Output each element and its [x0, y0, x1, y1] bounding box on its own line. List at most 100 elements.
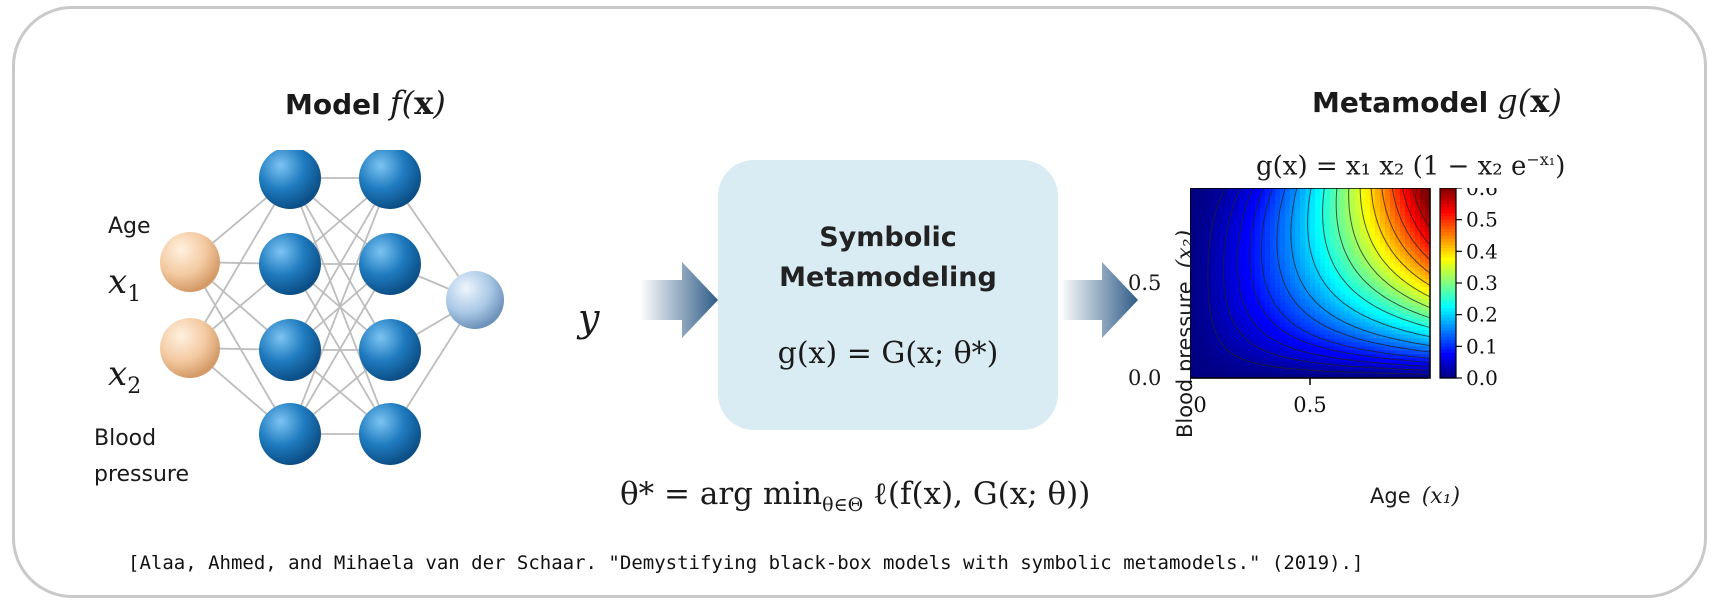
heatmap-cell — [1230, 191, 1236, 197]
heatmap-cell — [1335, 267, 1341, 272]
heatmap-cell — [1340, 346, 1346, 351]
heatmap-cell — [1365, 191, 1371, 197]
heatmap-cell — [1310, 314, 1316, 320]
heatmap-cell — [1345, 251, 1351, 256]
heatmap-cell — [1285, 275, 1291, 280]
heatmap-cell — [1320, 362, 1326, 367]
heatmap-cell — [1195, 290, 1201, 296]
heatmap-cell — [1400, 314, 1406, 320]
heatmap-cell — [1365, 195, 1371, 201]
heatmap-cell — [1370, 235, 1376, 241]
heatmap-cell — [1195, 191, 1201, 197]
heatmap-cell — [1325, 366, 1331, 371]
heatmap-cell — [1400, 259, 1406, 264]
heatmap-cell — [1270, 283, 1276, 288]
heatmap-cell — [1290, 294, 1296, 300]
heatmap-cell — [1340, 195, 1346, 201]
heatmap-cell — [1295, 219, 1301, 225]
heatmap-cell — [1405, 322, 1411, 328]
heatmap-cell — [1425, 342, 1431, 347]
heatmap-cell — [1380, 370, 1386, 375]
heatmap-cell — [1280, 366, 1286, 371]
heatmap-cell — [1315, 330, 1321, 336]
heatmap-cell — [1240, 275, 1246, 280]
heatmap-cell — [1310, 302, 1316, 308]
heatmap-cell — [1385, 199, 1391, 205]
heatmap-cell — [1365, 239, 1371, 245]
colorbar-step — [1440, 314, 1456, 319]
heatmap-cell — [1260, 235, 1266, 241]
heatmap-cell — [1405, 219, 1411, 225]
colorbar-step — [1440, 365, 1456, 370]
heatmap-cell — [1360, 306, 1366, 312]
colorbar-step — [1440, 251, 1456, 256]
heatmap-cell — [1235, 263, 1241, 268]
heatmap-cell — [1280, 191, 1286, 197]
heatmap-cell — [1255, 354, 1261, 359]
heatmap-cell — [1245, 286, 1251, 292]
heatmap-cell — [1380, 267, 1386, 272]
heatmap-cell — [1225, 370, 1231, 375]
colorbar-step — [1440, 302, 1456, 306]
objective-formula: θ* = arg minθ∈Θ ℓ(f(x), G(x; θ)) — [620, 476, 1090, 516]
heatmap-cell — [1305, 235, 1311, 241]
heatmap-cell — [1345, 286, 1351, 292]
contour-line — [1411, 188, 1431, 229]
heatmap-cell — [1205, 318, 1211, 324]
heatmap-cell — [1345, 354, 1351, 359]
heatmap-cell — [1265, 247, 1271, 252]
heatmap-cell — [1395, 330, 1401, 336]
heatmap-cell — [1190, 203, 1196, 209]
heatmap-cell — [1245, 362, 1251, 367]
heatmap-cell — [1260, 370, 1266, 375]
heatmap-cell — [1325, 191, 1331, 197]
heatmap-cell — [1210, 370, 1216, 375]
heatmap-cell — [1280, 231, 1286, 237]
heatmap-cell — [1255, 235, 1261, 241]
heatmap-cell — [1415, 243, 1421, 248]
heatmap-cell — [1395, 298, 1401, 304]
heatmap-cell — [1420, 207, 1426, 213]
heatmap-cell — [1350, 286, 1356, 292]
objective-head: θ* = arg min — [620, 476, 823, 512]
heatmap-cell — [1340, 275, 1346, 280]
contour-line — [1322, 188, 1431, 328]
heatmap-cell — [1355, 191, 1361, 197]
heatmap-cell — [1220, 199, 1226, 205]
heatmap-cell — [1245, 279, 1251, 284]
heatmap-cell — [1390, 334, 1396, 340]
heatmap-cell — [1190, 358, 1196, 363]
heatmap-cell — [1285, 298, 1291, 304]
heatmap-cell — [1400, 275, 1406, 280]
heatmap-cell — [1365, 366, 1371, 371]
heatmap-cell — [1215, 259, 1221, 264]
colorbar-step — [1440, 197, 1456, 202]
heatmap-cell — [1325, 330, 1331, 336]
heatmap-cell — [1220, 366, 1226, 371]
heatmap-cell — [1385, 227, 1391, 233]
colorbar-step — [1440, 241, 1456, 246]
heatmap-cell — [1370, 231, 1376, 237]
heatmap-cell — [1355, 235, 1361, 241]
heatmap-cell — [1240, 203, 1246, 209]
heatmap-cell — [1220, 306, 1226, 312]
heatmap-cell — [1385, 271, 1391, 276]
colorbar-step — [1440, 270, 1456, 275]
heatmap-cell — [1420, 191, 1426, 197]
heatmap-cell — [1260, 334, 1266, 340]
heatmap-cell — [1315, 362, 1321, 367]
heatmap-cell — [1245, 223, 1251, 229]
colorbar-step — [1440, 273, 1456, 278]
heatmap-cell — [1245, 366, 1251, 371]
heatmap-cell — [1250, 346, 1256, 351]
heatmap-cell — [1375, 302, 1381, 308]
heatmap-cell — [1420, 227, 1426, 233]
heatmap-cell — [1315, 286, 1321, 292]
heatmap-cell — [1225, 227, 1231, 233]
heatmap-cell — [1315, 239, 1321, 245]
heatmap-cell — [1320, 191, 1326, 197]
heatmap-cell — [1255, 366, 1261, 371]
heatmap-cell — [1350, 231, 1356, 237]
output-y: y — [578, 296, 600, 340]
heatmap-cell — [1265, 310, 1271, 316]
